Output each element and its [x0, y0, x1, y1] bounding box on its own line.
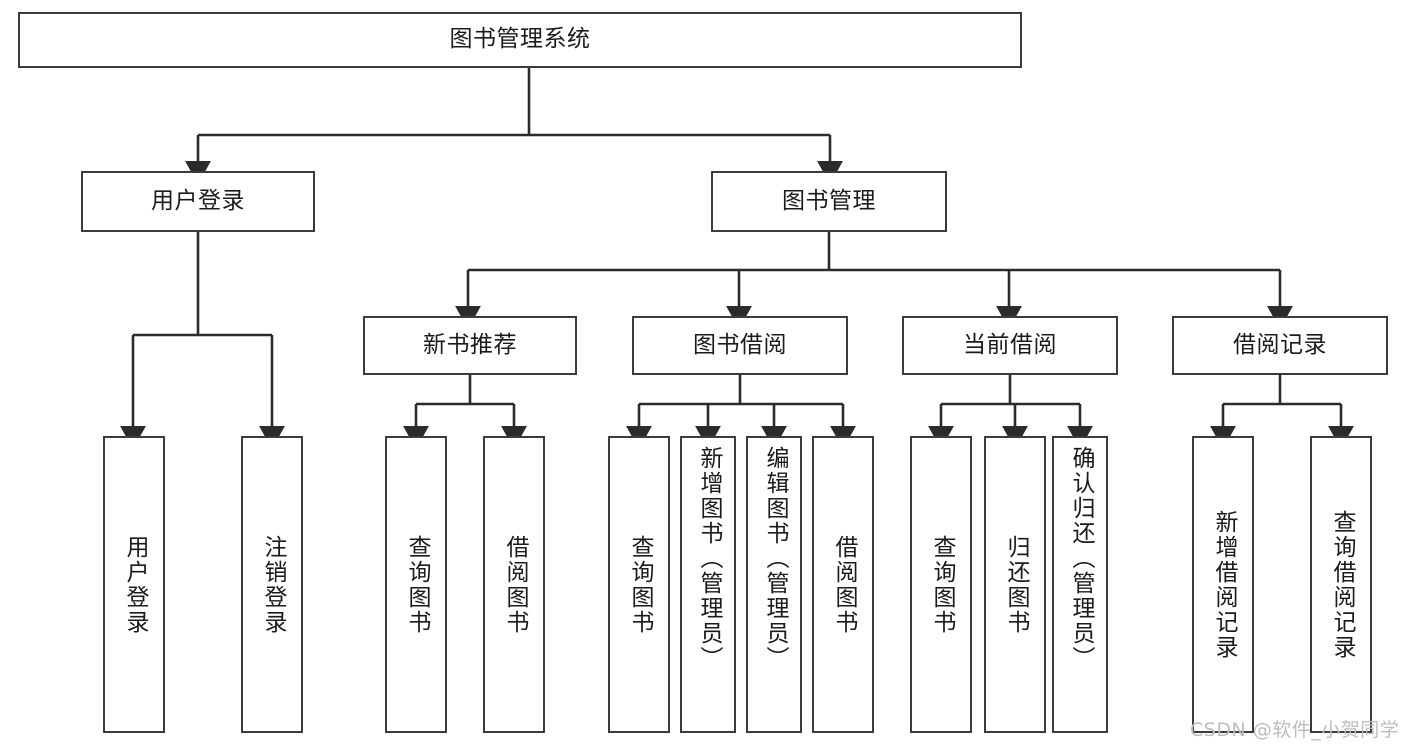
- node-user-login-label: 用户登录: [151, 187, 245, 214]
- leaf-add-book-admin[interactable]: 新增图书（管理员）: [680, 436, 736, 733]
- leaf-query-borrow-record-label: 查询借阅记录: [1328, 509, 1355, 660]
- node-borrow-record-label: 借阅记录: [1233, 331, 1327, 358]
- leaf-query-book-3[interactable]: 查询图书: [910, 436, 972, 733]
- leaf-query-book-2[interactable]: 查询图书: [608, 436, 670, 733]
- leaf-query-book-3-label: 查询图书: [928, 534, 955, 635]
- leaf-query-book-1[interactable]: 查询图书: [385, 436, 447, 733]
- leaf-borrow-book-2[interactable]: 借阅图书: [812, 436, 874, 733]
- leaf-query-book-1-label: 查询图书: [403, 534, 430, 635]
- leaf-add-borrow-record[interactable]: 新增借阅记录: [1192, 436, 1254, 733]
- leaf-query-book-2-label: 查询图书: [626, 534, 653, 635]
- node-root-label: 图书管理系统: [449, 26, 591, 53]
- leaf-add-borrow-record-label: 新增借阅记录: [1210, 509, 1237, 660]
- leaf-user-login-label: 用户登录: [121, 534, 148, 635]
- node-user-login[interactable]: 用户登录: [81, 171, 315, 232]
- leaf-confirm-return-admin-label: 确认归还（管理员）: [1067, 446, 1094, 671]
- leaf-confirm-return-admin[interactable]: 确认归还（管理员）: [1052, 436, 1108, 733]
- node-new-book-recommend-label: 新书推荐: [423, 331, 517, 358]
- node-borrow-record[interactable]: 借阅记录: [1172, 316, 1388, 375]
- node-current-borrow[interactable]: 当前借阅: [902, 316, 1118, 375]
- leaf-edit-book-admin[interactable]: 编辑图书（管理员）: [746, 436, 802, 733]
- node-book-borrow[interactable]: 图书借阅: [632, 316, 848, 375]
- leaf-query-borrow-record[interactable]: 查询借阅记录: [1310, 436, 1372, 733]
- leaf-borrow-book-1-label: 借阅图书: [501, 534, 528, 635]
- leaf-return-book-label: 归还图书: [1002, 534, 1029, 635]
- leaf-borrow-book-2-label: 借阅图书: [830, 534, 857, 635]
- csdn-watermark: CSDN @软件_小贺同学: [1190, 719, 1400, 741]
- node-book-manage[interactable]: 图书管理: [711, 171, 947, 232]
- node-current-borrow-label: 当前借阅: [963, 331, 1057, 358]
- node-new-book-recommend[interactable]: 新书推荐: [363, 316, 577, 375]
- node-book-manage-label: 图书管理: [782, 187, 876, 214]
- node-root[interactable]: 图书管理系统: [18, 12, 1022, 68]
- leaf-logout-label: 注销登录: [259, 534, 286, 635]
- leaf-borrow-book-1[interactable]: 借阅图书: [483, 436, 545, 733]
- leaf-user-login[interactable]: 用户登录: [103, 436, 165, 733]
- leaf-return-book[interactable]: 归还图书: [984, 436, 1046, 733]
- leaf-logout[interactable]: 注销登录: [241, 436, 303, 733]
- node-book-borrow-label: 图书借阅: [693, 331, 787, 358]
- leaf-edit-book-admin-label: 编辑图书（管理员）: [761, 446, 788, 671]
- leaf-add-book-admin-label: 新增图书（管理员）: [695, 446, 722, 671]
